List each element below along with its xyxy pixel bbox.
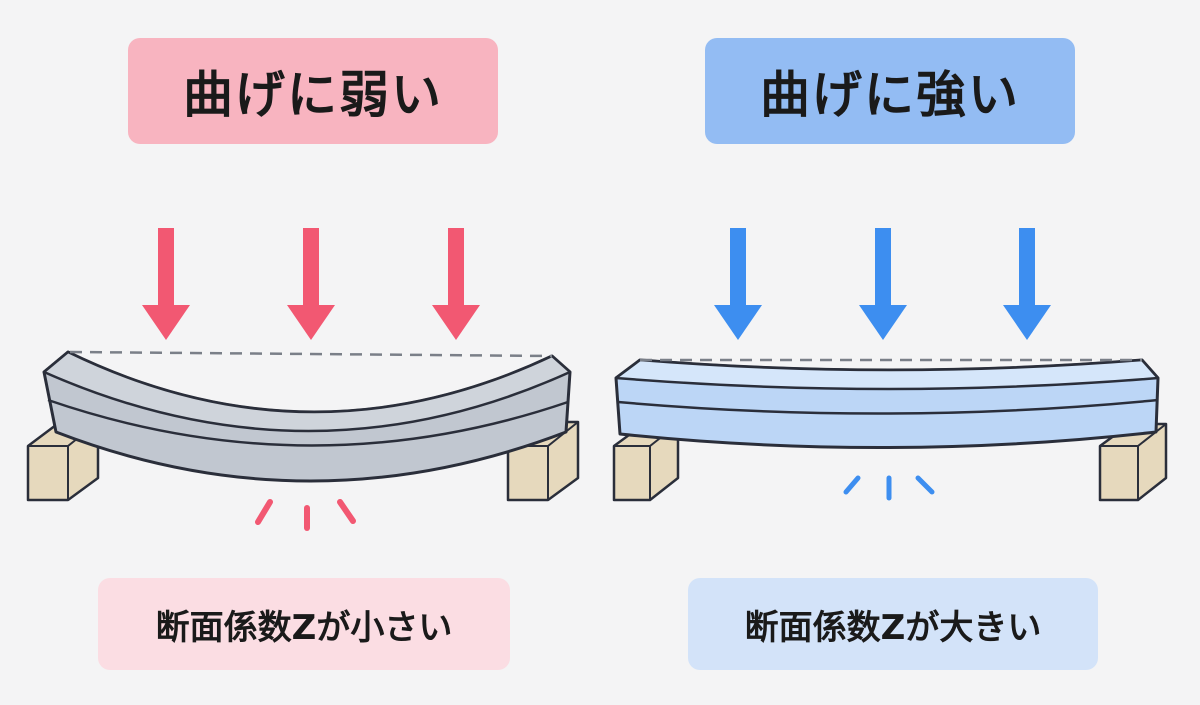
label-weak: 断面係数Zが小さい: [98, 578, 510, 670]
load-arrow-icon: [287, 228, 335, 340]
load-arrow-icon: [142, 228, 190, 340]
load-arrow-icon: [432, 228, 480, 340]
load-arrows-strong: [714, 228, 1051, 340]
load-arrow-icon: [1003, 228, 1051, 340]
title-strong: 曲げに強い: [705, 38, 1075, 144]
load-arrows-weak: [142, 228, 480, 340]
title-weak: 曲げに弱い: [128, 38, 498, 144]
beam-bent: [42, 350, 572, 483]
load-arrow-icon: [859, 228, 907, 340]
stress-marks-strong: [843, 475, 935, 501]
reference-line-weak: [69, 350, 553, 358]
load-arrow-icon: [714, 228, 762, 340]
beam-straight: [614, 358, 1160, 449]
stress-marks-weak: [255, 499, 356, 531]
label-strong: 断面係数Zが大きい: [688, 578, 1098, 670]
